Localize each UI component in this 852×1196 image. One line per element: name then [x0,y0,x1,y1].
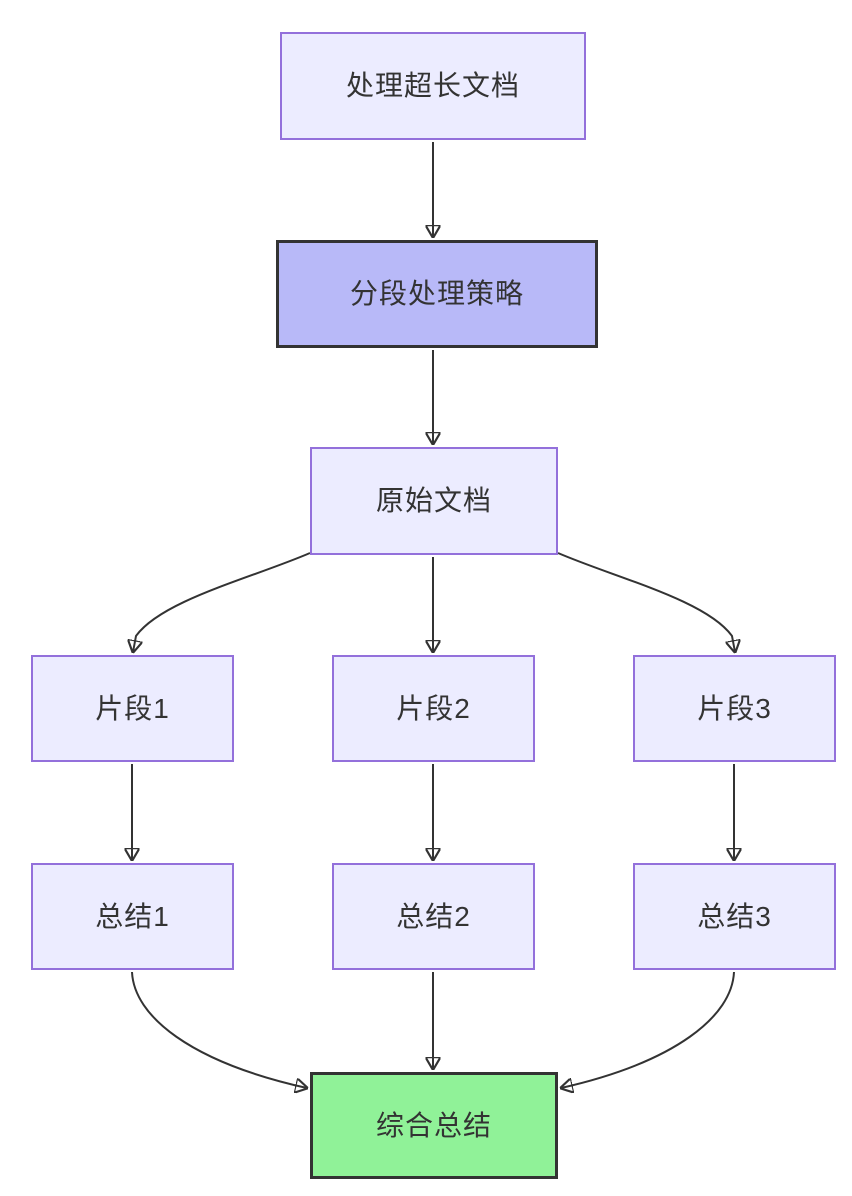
node-final-label: 综合总结 [375,1109,492,1141]
node-main: 处理超长文档 [280,32,586,140]
node-sum1-label: 总结1 [95,900,170,932]
node-sum1: 总结1 [31,863,234,970]
node-frag2-label: 片段2 [396,692,471,724]
node-frag3-label: 片段3 [697,692,772,724]
node-strategy-label: 分段处理策略 [349,278,524,310]
node-final: 综合总结 [310,1072,558,1179]
node-sum2-label: 总结2 [396,900,471,932]
edge-original-to-frag1 [133,552,311,652]
node-sum3-label: 总结3 [697,900,772,932]
edge-sum1-to-final [131,971,307,1088]
node-sum2: 总结2 [332,863,535,970]
node-frag1: 片段1 [31,655,234,762]
node-frag2: 片段2 [332,655,535,762]
node-sum3: 总结3 [633,863,836,970]
edge-sum3-to-final [561,971,735,1088]
edge-original-to-frag3 [557,552,735,652]
node-main-label: 处理超长文档 [345,70,520,102]
node-strategy: 分段处理策略 [276,240,598,348]
node-original: 原始文档 [310,447,558,555]
node-frag3: 片段3 [633,655,836,762]
node-original-label: 原始文档 [375,485,492,517]
node-frag1-label: 片段1 [95,692,170,724]
